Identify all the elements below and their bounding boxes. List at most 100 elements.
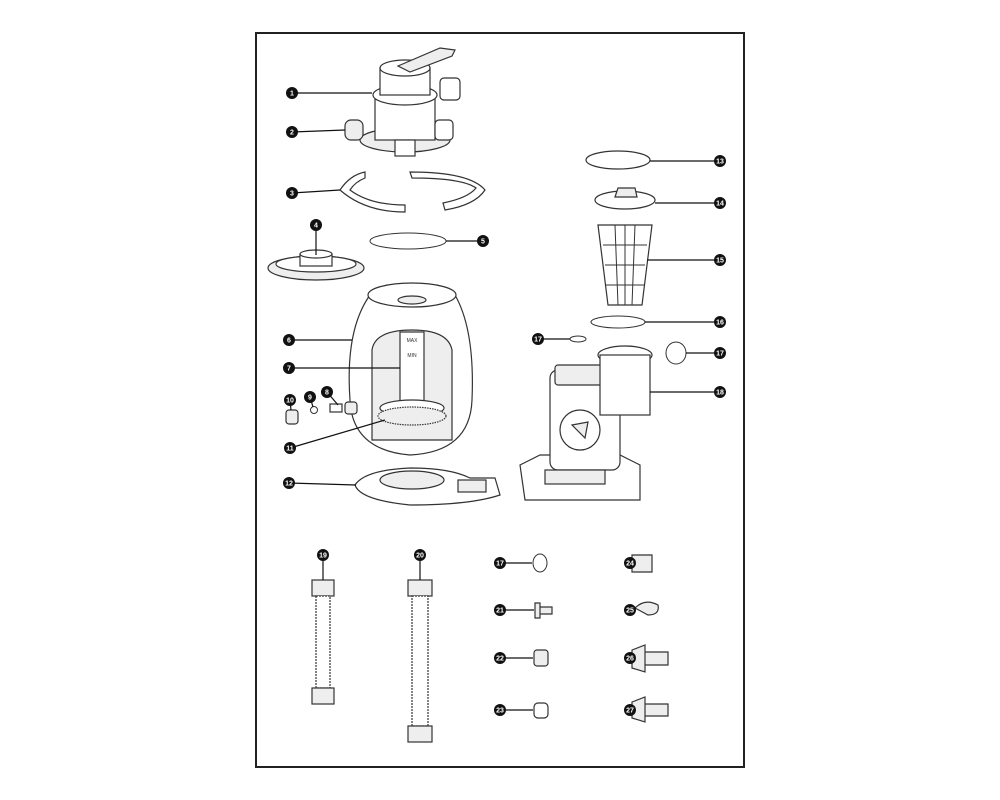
- callout-badge: [286, 126, 298, 138]
- part-hose-adapter: [631, 644, 669, 673]
- callout-badge: [304, 391, 316, 403]
- callout-number: 12: [285, 481, 293, 488]
- callout-5: 5: [446, 235, 489, 247]
- callout-27: 27: [624, 704, 636, 716]
- callout-11: 11: [284, 419, 386, 454]
- callout-3: 3: [286, 187, 341, 199]
- callout-number: 1: [290, 91, 294, 98]
- callout-number: 20: [416, 553, 424, 560]
- callout-number: 8: [325, 390, 329, 397]
- callout-badge: [321, 386, 333, 398]
- callout-number: 17: [534, 337, 542, 344]
- callout-badge: [714, 197, 726, 209]
- callout-4: 4: [310, 219, 322, 255]
- callout-badge: [624, 704, 636, 716]
- part-hose: [311, 579, 335, 705]
- callout-number: 21: [496, 608, 504, 615]
- callout-badge: [286, 187, 298, 199]
- callout-number: 11: [286, 446, 294, 453]
- callout-badge: [284, 394, 296, 406]
- callout-10: 10: [284, 394, 296, 411]
- callout-number: 5: [481, 239, 485, 246]
- callout-6: 6: [283, 334, 352, 346]
- callout-badge: [283, 477, 295, 489]
- part-o-ring: [369, 232, 447, 250]
- callout-25: 25: [624, 604, 636, 616]
- callout-number: 10: [286, 398, 294, 405]
- callout-number: 24: [626, 561, 634, 568]
- callout-badge: [317, 549, 329, 561]
- callout-badge: [624, 604, 636, 616]
- callout-number: 17: [496, 561, 504, 568]
- callout-badge: [714, 316, 726, 328]
- callout-badge: [714, 155, 726, 167]
- diagram-frame: [255, 32, 745, 768]
- part-strainer-assembly: [585, 150, 656, 329]
- part-hose: [407, 579, 433, 743]
- callout-badge: [494, 557, 506, 569]
- leader-line: [289, 419, 386, 449]
- callout-16: 16: [645, 316, 726, 328]
- part-drain-parts: [285, 401, 358, 425]
- callout-badge: [532, 333, 544, 345]
- callout-number: 2: [290, 130, 294, 137]
- leader-line: [291, 129, 346, 133]
- callout-18: 18: [650, 386, 726, 398]
- part-clip: [634, 601, 659, 616]
- callout-9: 9: [304, 391, 316, 408]
- part-diffuser: [267, 249, 365, 281]
- callout-number: 25: [626, 608, 634, 615]
- callout-number: 6: [287, 338, 291, 345]
- callout-badge: [286, 87, 298, 99]
- part-seal: [569, 335, 587, 343]
- callout-badge: [714, 386, 726, 398]
- callout-number: 16: [716, 320, 724, 327]
- callout-number: 14: [716, 201, 724, 208]
- leader-line: [291, 189, 341, 194]
- callout-15: 15: [647, 254, 726, 266]
- part-seal: [665, 341, 687, 365]
- callout-badge: [624, 652, 636, 664]
- part-cap: [533, 702, 549, 719]
- callout-12: 12: [283, 477, 357, 489]
- callout-number: 19: [319, 553, 327, 560]
- callout-number: 17: [716, 351, 724, 358]
- callout-17: 17: [494, 557, 532, 569]
- callout-number: 26: [626, 656, 634, 663]
- callout-17: 17: [686, 347, 726, 359]
- callout-badge: [477, 235, 489, 247]
- callout-number: 3: [290, 191, 294, 198]
- callout-badge: [494, 652, 506, 664]
- callout-26: 26: [624, 652, 636, 664]
- callout-badge: [714, 254, 726, 266]
- part-clamp: [339, 171, 486, 213]
- part-plunger: [534, 602, 553, 619]
- callout-17: 17: [532, 333, 570, 345]
- part-hose-adapter: [631, 696, 669, 723]
- part-pump: [519, 345, 653, 501]
- part-tank-base: [354, 467, 501, 506]
- callout-number: 18: [716, 390, 724, 397]
- callout-22: 22: [494, 652, 533, 664]
- part-filter-tank: MAX MIN: [348, 282, 473, 456]
- callout-number: 23: [496, 708, 504, 715]
- callout-number: 13: [716, 159, 724, 166]
- callout-badge: [414, 549, 426, 561]
- callout-number: 7: [287, 366, 291, 373]
- callout-2: 2: [286, 126, 346, 138]
- callout-badge: [494, 604, 506, 616]
- min-level-mark: MIN: [407, 353, 417, 359]
- callout-20: 20: [414, 549, 426, 580]
- callout-24: 24: [624, 557, 636, 569]
- callout-number: 22: [496, 656, 504, 663]
- leader-line: [288, 482, 357, 486]
- callout-21: 21: [494, 604, 534, 616]
- callout-badge: [714, 347, 726, 359]
- callout-13: 13: [650, 155, 726, 167]
- callout-badge: [283, 362, 295, 374]
- callout-badge: [310, 219, 322, 231]
- callout-7: 7: [283, 362, 400, 374]
- callout-number: 15: [716, 258, 724, 265]
- callout-badge: [283, 334, 295, 346]
